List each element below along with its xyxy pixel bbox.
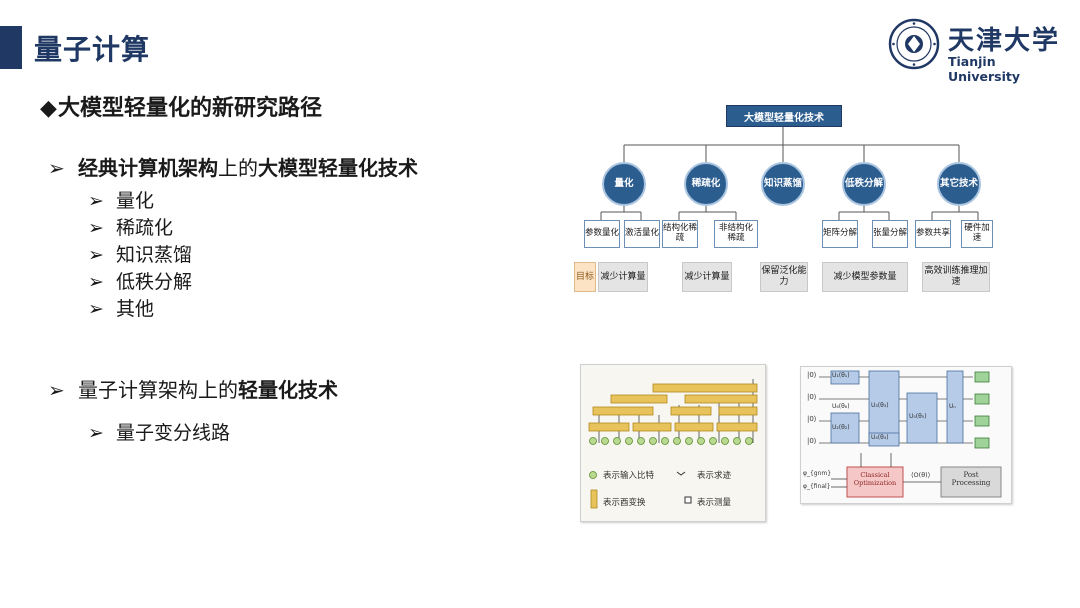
tree-goal: 减少模型参数量: [822, 262, 908, 292]
arrow-bullet-icon: ➢: [88, 271, 104, 293]
arrow-bullet-icon: ➢: [88, 244, 104, 266]
classic-bold-1: 经典计算机架构: [78, 156, 218, 180]
circuit-legend-item: 表示酉变换: [603, 498, 646, 508]
vqc-input: |0⟩: [807, 371, 817, 379]
circuit-legend-item: 表示测量: [697, 498, 732, 508]
arrow-bullet-icon: ➢: [88, 217, 104, 239]
tree-leaf: 参数量化: [584, 220, 620, 248]
quantum-bullet: ➢ 量子计算架构上的轻量化技术: [48, 374, 338, 403]
tree-category: 稀疏化: [684, 162, 728, 206]
circuit-graphic: [588, 379, 758, 509]
vqc-input: |0⟩: [807, 437, 817, 445]
vqc-gate-label: U₁(θ₁): [832, 372, 850, 379]
tree-category: 量化: [602, 162, 646, 206]
vqc-gate-label: Uₙ: [949, 403, 956, 410]
tree-leaf: 硬件加速: [961, 220, 993, 248]
arrow-bullet-icon: ➢: [88, 422, 104, 444]
classic-bullet: ➢ 经典计算机架构上的大模型轻量化技术: [48, 152, 418, 181]
tree-connectors: [600, 125, 979, 220]
tree-category: 低秩分解: [842, 162, 886, 206]
quantum-circuit-diagram: 表示输入比特 表示求迹 表示酉变换 表示测量: [580, 364, 766, 522]
classic-item: ➢ 量化: [88, 186, 154, 213]
diamond-bullet-icon: ◆: [40, 96, 57, 121]
classic-bold-2: 大模型轻量化技术: [258, 156, 418, 180]
tree-goal: 高效训练推理加速: [922, 262, 990, 292]
section-heading: ◆大模型轻量化的新研究路径: [40, 90, 322, 122]
vqc-gate-label: U₅(θ₅): [909, 413, 927, 420]
vqc-gate-label: U₂(θ₂): [832, 424, 850, 431]
arrow-bullet-icon: ➢: [88, 298, 104, 320]
vqc-post-processing: Post Processing: [951, 471, 991, 487]
variational-quantum-circuit-diagram: |0⟩ |0⟩ |0⟩ |0⟩ U₁(θ₁) U₂(θ₂) U₃(θ₃) U₄(…: [800, 366, 1012, 504]
circuit-legend-item: 表示输入比特: [603, 471, 655, 481]
vqc-phi-label: φ_{gnm}: [803, 470, 832, 477]
tree-category: 其它技术: [937, 162, 981, 206]
quantum-item-text: 量子变分线路: [116, 422, 231, 444]
lightweight-taxonomy-diagram: 大模型轻量化技术 量化 稀疏化 知识蒸馏 低秩分解 其它技术 参数量化 激活量化…: [574, 100, 994, 300]
quantum-bold: 轻量化技术: [238, 378, 338, 402]
tree-category: 知识蒸馏: [761, 162, 805, 206]
classic-item: ➢ 其他: [88, 294, 154, 321]
tree-leaf: 矩阵分解: [822, 220, 858, 248]
university-logo: 天津大学 Tianjin University: [888, 18, 1068, 84]
classic-item: ➢ 稀疏化: [88, 213, 173, 240]
classic-item-text: 知识蒸馏: [116, 244, 193, 266]
classic-item-text: 其他: [116, 298, 155, 320]
vqc-gate-label: U₆(θ₆): [832, 403, 850, 410]
vqc-gate-label: U₃(θ₃): [871, 402, 889, 409]
arrow-bullet-icon: ➢: [48, 378, 65, 402]
tree-leaf: 参数共享: [915, 220, 951, 248]
tree-goal: 减少计算量: [598, 262, 648, 292]
circuit-legend-item: 表示求迹: [697, 471, 732, 481]
vqc-classical-optimization: Classical Optimization: [853, 471, 897, 487]
tree-goal-label: 目标: [574, 262, 596, 292]
vqc-input: |0⟩: [807, 415, 817, 423]
section-heading-text: 大模型轻量化的新研究路径: [58, 96, 323, 121]
classic-item: ➢ 低秩分解: [88, 267, 192, 294]
classic-item-text: 低秩分解: [116, 271, 193, 293]
logo-chinese-name: 天津大学: [948, 26, 1061, 56]
slide-title: 量子计算: [34, 33, 151, 66]
vqc-graphic: [819, 370, 1002, 498]
classic-item-text: 量化: [116, 190, 155, 212]
vqc-expectation: ⟨O(θ)⟩: [911, 471, 931, 479]
arrow-bullet-icon: ➢: [88, 190, 104, 212]
tree-goal: 减少计算量: [682, 262, 732, 292]
tree-leaf: 张量分解: [872, 220, 908, 248]
logo-english-name: Tianjin University: [948, 54, 1020, 84]
classic-item: ➢ 知识蒸馏: [88, 240, 192, 267]
vqc-gate-label: U₄(θ₄): [871, 434, 889, 441]
tree-leaf: 非结构化稀疏: [714, 220, 758, 248]
quantum-plain: 量子计算架构上的: [78, 378, 238, 402]
tree-leaf: 结构化稀疏: [662, 220, 698, 248]
tree-goal: 保留泛化能力: [760, 262, 808, 292]
university-seal-icon: [888, 18, 940, 70]
vqc-input: |0⟩: [807, 393, 817, 401]
vqc-phi-label: φ_{final}: [803, 483, 831, 490]
tree-leaf: 激活量化: [624, 220, 660, 248]
quantum-item: ➢ 量子变分线路: [88, 418, 230, 445]
tree-root: 大模型轻量化技术: [726, 105, 842, 127]
arrow-bullet-icon: ➢: [48, 156, 65, 180]
classic-mid: 上的: [218, 156, 258, 180]
title-accent-bar: [0, 26, 22, 69]
classic-item-text: 稀疏化: [116, 217, 174, 239]
